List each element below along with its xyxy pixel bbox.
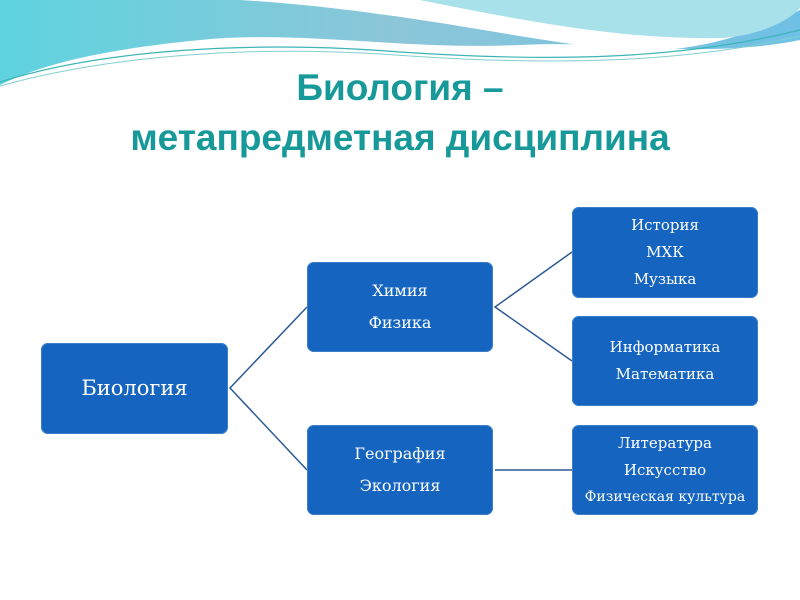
connector-chem-to-right: [493, 251, 573, 362]
slide-title-line2: метапредметная дисциплина: [130, 117, 670, 158]
node-label: Музыка: [633, 270, 697, 288]
node-label: Биология: [81, 376, 188, 400]
node-label: Математика: [615, 365, 715, 383]
node-chemistry-physics: Химия Физика: [307, 262, 493, 352]
node-label: МХК: [646, 243, 684, 261]
node-biology: Биология: [41, 343, 228, 434]
node-literature-art-pe: Литература Искусство Физическая культура: [572, 425, 758, 515]
node-label: История: [631, 216, 699, 234]
node-history-mhk-music: История МХК Музыка: [572, 207, 758, 298]
slide-title-line1: Биология –: [296, 67, 504, 108]
node-label: Экология: [359, 476, 441, 495]
node-geography-ecology: География Экология: [307, 425, 493, 515]
node-label: Искусство: [623, 460, 707, 479]
node-label: География: [354, 444, 446, 463]
node-label: Информатика: [609, 338, 721, 356]
wave-background: [0, 0, 800, 87]
node-label: Физическая культура: [584, 488, 746, 505]
node-informatics-math: Информатика Математика: [572, 316, 758, 406]
node-label: Литература: [618, 433, 712, 452]
node-label: Физика: [368, 313, 432, 332]
node-label: Химия: [372, 281, 428, 300]
connector-root-to-chem: [228, 306, 308, 471]
